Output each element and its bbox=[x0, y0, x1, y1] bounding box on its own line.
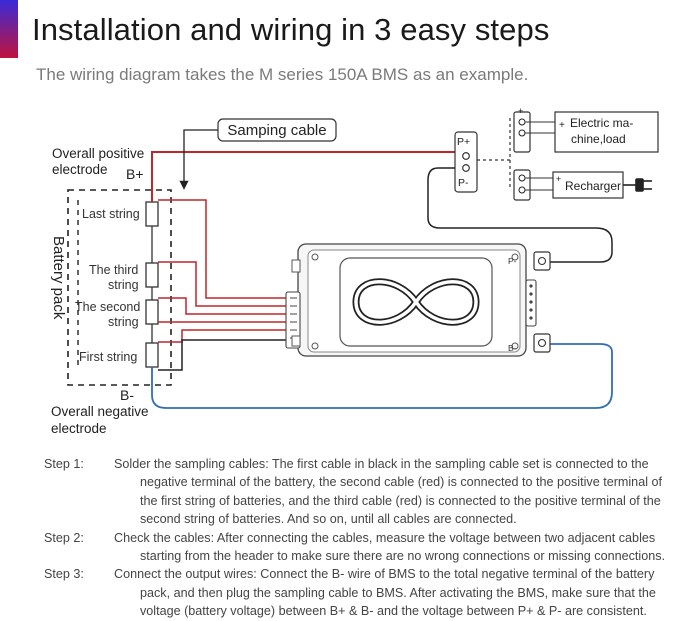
sampling-cable-label: Samping cable bbox=[227, 122, 326, 139]
bms-board bbox=[285, 243, 537, 357]
label-second-string-2: string bbox=[108, 315, 139, 329]
sampling-wires bbox=[158, 199, 288, 371]
b-plus-label: B+ bbox=[126, 166, 144, 182]
electric-machine-box bbox=[554, 111, 659, 153]
overall-positive-line2: electrode bbox=[52, 162, 108, 177]
step-2-label: Step 2: bbox=[44, 530, 84, 545]
sampling-cable-label-box bbox=[217, 118, 337, 142]
p-minus-wire bbox=[427, 167, 613, 263]
cell-first bbox=[145, 342, 159, 368]
battery-pack-box bbox=[67, 189, 172, 386]
svg-text:+: + bbox=[556, 174, 561, 184]
label-second-string-1: The second bbox=[75, 300, 140, 314]
recharger-box bbox=[552, 171, 624, 199]
battery-pack-label: Battery pack bbox=[50, 236, 67, 320]
port-p-minus-label: P- bbox=[458, 177, 469, 189]
wiring-diagram: Samping cable Overall positive electrode… bbox=[50, 106, 659, 436]
step-1-label: Step 1: bbox=[44, 457, 84, 471]
overall-negative-line2: electrode bbox=[51, 421, 107, 436]
svg-text:+: + bbox=[559, 120, 565, 131]
label-last-string: Last string bbox=[82, 207, 140, 221]
recharger-label: Recharger bbox=[565, 179, 621, 193]
bms-p-minus-label: P- bbox=[508, 256, 517, 266]
steps-section: Step 1: Solder the sampling cables: The … bbox=[44, 455, 674, 621]
plug-icon bbox=[623, 178, 652, 192]
positive-main-wire bbox=[151, 151, 455, 202]
b-minus-label: B- bbox=[120, 387, 134, 403]
overall-positive-line1: Overall positive bbox=[52, 146, 144, 161]
overall-negative-line1: Overall negative bbox=[51, 404, 149, 419]
svg-text:+: + bbox=[518, 106, 523, 116]
label-third-string-1: The third bbox=[89, 263, 138, 277]
port-p-plus-label: P+ bbox=[457, 136, 470, 148]
output-port-box bbox=[454, 131, 478, 193]
cell-second bbox=[145, 299, 159, 325]
page-title: Installation and wiring in 3 easy steps bbox=[32, 12, 550, 47]
step-2-text: Check the cables: After connecting the c… bbox=[114, 530, 666, 564]
negative-main-wire bbox=[151, 343, 613, 409]
step-1: Step 1: Solder the sampling cables: The … bbox=[44, 455, 674, 529]
label-first-string: First string bbox=[79, 350, 137, 364]
electric-machine-line2: chine,load bbox=[571, 132, 626, 146]
page-subtitle: The wiring diagram takes the M series 15… bbox=[36, 65, 529, 84]
cell-last bbox=[145, 201, 159, 227]
bms-b-minus-label: B- bbox=[508, 343, 517, 353]
step-3: Step 3: Connect the output wires: Connec… bbox=[44, 565, 674, 620]
step-3-label: Step 3: bbox=[44, 567, 84, 582]
electric-machine-line1: Electric ma- bbox=[570, 116, 633, 130]
step-3-text: Connect the output wires: Connect the B-… bbox=[114, 567, 656, 619]
step-1-text: Solder the sampling cables: The first ca… bbox=[114, 457, 662, 527]
label-third-string-2: string bbox=[108, 278, 139, 292]
step-2: Step 2: Check the cables: After connecti… bbox=[44, 529, 674, 566]
cell-third bbox=[145, 262, 159, 288]
accent-bar bbox=[0, 0, 18, 58]
